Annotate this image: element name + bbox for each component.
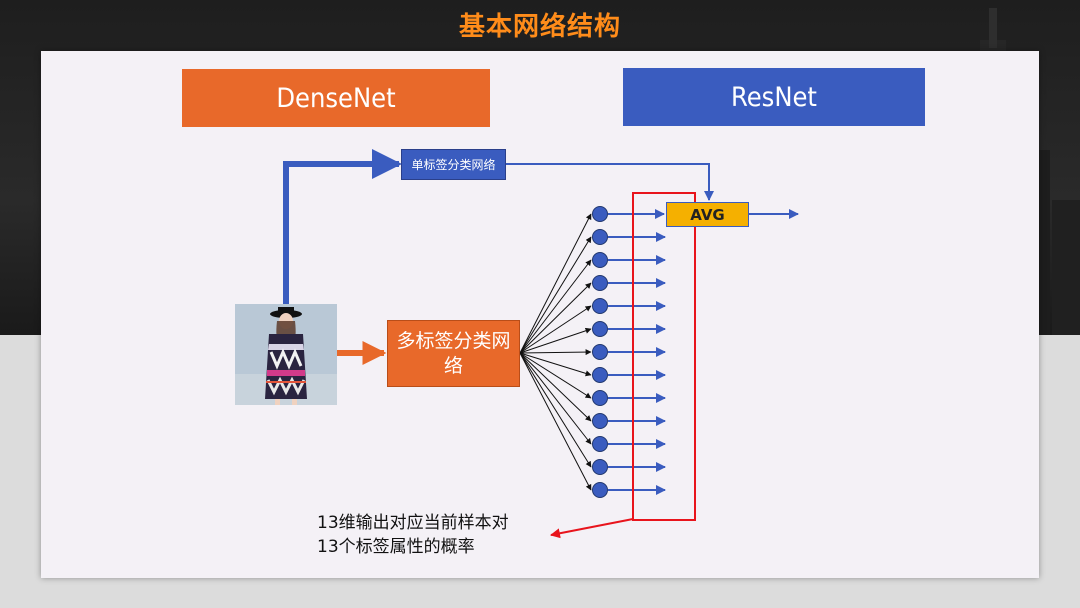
output-node xyxy=(592,390,608,406)
fanout-line xyxy=(519,349,592,356)
annotation-arrow xyxy=(550,518,634,539)
fanout-line xyxy=(519,352,592,399)
single-label-network-box: 单标签分类网络 xyxy=(401,149,506,180)
densenet-header: DenseNet xyxy=(182,69,490,127)
highlight-box xyxy=(632,192,696,521)
fanout-line xyxy=(519,327,592,354)
output-node xyxy=(592,482,608,498)
resnet-header: ResNet xyxy=(623,68,925,126)
output-node xyxy=(592,206,608,222)
output-nodes xyxy=(592,206,666,498)
fanout-line xyxy=(519,259,592,354)
output-node xyxy=(592,275,608,291)
diagram-connections xyxy=(283,149,799,539)
fanout-line xyxy=(519,352,592,422)
fanout-line xyxy=(519,236,592,354)
fanout-line xyxy=(519,305,592,354)
output-node xyxy=(592,252,608,268)
fanout-line xyxy=(519,352,592,491)
fanout-line xyxy=(519,352,592,445)
output-node xyxy=(592,413,608,429)
output-node xyxy=(592,367,608,383)
fanout-line xyxy=(519,282,592,354)
output-node xyxy=(592,344,608,360)
single-path-arrow xyxy=(283,149,402,304)
output-node xyxy=(592,436,608,452)
annotation-line-1: 13维输出对应当前样本对 xyxy=(317,513,509,533)
output-node xyxy=(592,229,608,245)
person-photo xyxy=(235,304,337,405)
output-node xyxy=(592,298,608,314)
avg-box: AVG xyxy=(666,202,749,227)
annotation-line-2: 13个标签属性的概率 xyxy=(317,537,475,557)
slide-title: 基本网络结构 xyxy=(458,12,621,42)
probability-annotation: 13维输出对应当前样本对 13个标签属性的概率 xyxy=(317,511,509,559)
output-node xyxy=(592,459,608,475)
diagram-panel: DenseNet ResNet xyxy=(41,51,1039,578)
fanout-line xyxy=(519,352,592,468)
multi-label-network-box: 多标签分类网络 xyxy=(387,320,520,387)
fanout-lines xyxy=(519,213,592,491)
single-to-avg-arrow xyxy=(506,163,714,201)
output-node xyxy=(592,321,608,337)
fanout-line xyxy=(519,352,592,377)
fanout-line xyxy=(519,213,592,354)
